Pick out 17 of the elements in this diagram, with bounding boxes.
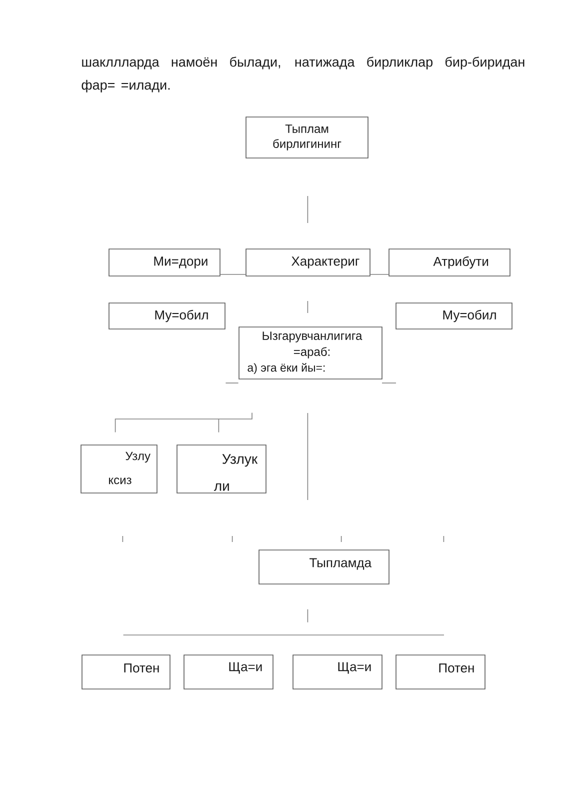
concept-box: Характериг: [246, 248, 370, 276]
concept-box: Тыпламда: [258, 550, 390, 584]
concept-box: Узлук ли: [176, 444, 266, 494]
concept-box: Потен: [396, 654, 486, 690]
concept-box: Му=обил: [108, 302, 226, 330]
concept-box: Ща=и: [292, 654, 382, 690]
concept-box: Ми=дори: [108, 248, 220, 276]
concept-box: Узлу ксиз: [80, 444, 158, 494]
connector-line: [370, 274, 389, 275]
connector-line: [220, 274, 246, 275]
concept-box: Тыплам бирлигининг: [246, 116, 368, 158]
concept-box: Ызгарувчанлигига =араб: а) эга ёки йы=:: [238, 326, 382, 380]
concept-box: Атрибути: [388, 248, 510, 276]
concept-box: Потен: [82, 654, 170, 690]
paragraph: шакллларда намоён былади, натижада бирликлар бир-биридан фар= =илади.: [82, 56, 524, 92]
concept-box: Му=обил: [396, 302, 512, 330]
concept-box: Ща=и: [184, 654, 274, 690]
